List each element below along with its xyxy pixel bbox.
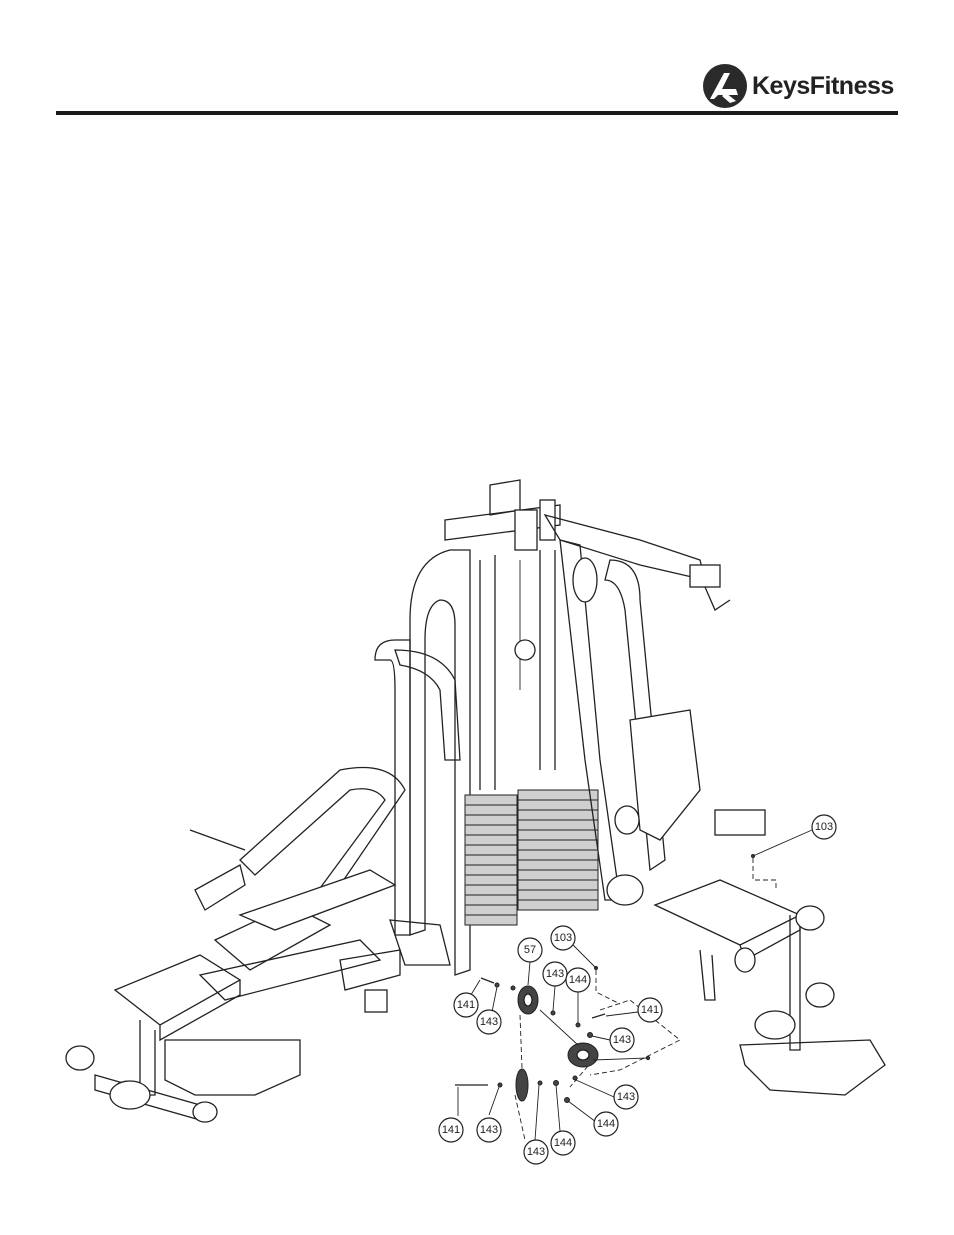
- callout-label: 143: [617, 1091, 635, 1103]
- callout-143-right: 143: [610, 1028, 634, 1052]
- callout-label: 103: [554, 932, 572, 944]
- weight-stack-right: [518, 790, 598, 910]
- callout-label: 57: [524, 944, 536, 956]
- callout-label: 143: [527, 1146, 545, 1158]
- callout-144-lower-right: 144: [594, 1112, 618, 1136]
- callout-label: 143: [480, 1016, 498, 1028]
- callout-141-bottom: 141: [439, 1118, 463, 1142]
- callout-label: 143: [613, 1034, 631, 1046]
- callout-103-upper: 103: [812, 815, 836, 839]
- callout-label: 141: [641, 1004, 659, 1016]
- callout-143-lower-right: 143: [614, 1085, 638, 1109]
- callout-label: 103: [815, 821, 833, 833]
- home-gym-frame: [66, 480, 885, 1122]
- callout-141-right: 141: [638, 998, 662, 1022]
- weight-stack-left: [465, 795, 517, 925]
- callout-143-bottom: 143: [524, 1140, 548, 1164]
- callout-label: 143: [546, 968, 564, 980]
- callout-label: 144: [554, 1137, 572, 1149]
- callout-57: 57: [518, 938, 542, 962]
- callout-label: 143: [480, 1124, 498, 1136]
- callout-label: 144: [569, 974, 587, 986]
- callout-103-lower: 103: [551, 926, 575, 950]
- callout-144-mid: 144: [566, 968, 590, 992]
- callout-label: 141: [442, 1124, 460, 1136]
- callout-143-mid: 143: [543, 962, 567, 986]
- callout-143-bottom-left: 143: [477, 1118, 501, 1142]
- callout-143-left: 143: [477, 1010, 501, 1034]
- callout-144-bottom: 144: [551, 1131, 575, 1155]
- callout-label: 141: [457, 999, 475, 1011]
- callout-141-left: 141: [454, 993, 478, 1017]
- callout-label: 144: [597, 1118, 615, 1130]
